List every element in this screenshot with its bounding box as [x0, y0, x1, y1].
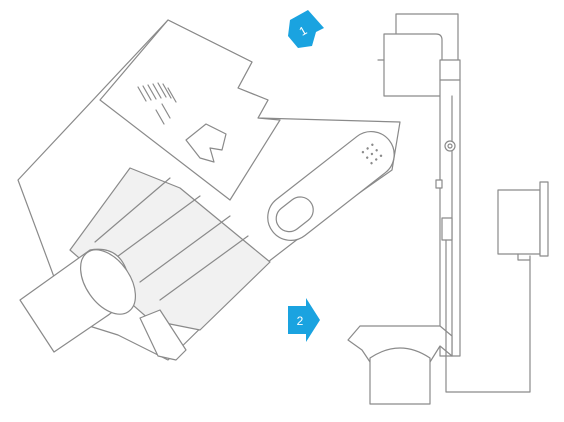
nozzle-opening — [79, 249, 137, 315]
bottom-clip — [139, 309, 187, 361]
vent-grille — [137, 82, 177, 125]
power-adapter — [497, 189, 541, 255]
vacuum-body — [17, 19, 401, 361]
power-button — [275, 196, 314, 233]
mount-rail — [439, 59, 461, 357]
adapter-plug — [539, 181, 549, 257]
release-latch — [185, 123, 227, 163]
lower-tube — [369, 347, 431, 405]
power-cable — [445, 239, 531, 393]
step-2-badge: 2 — [288, 298, 320, 342]
vacuum-top-cover — [99, 19, 281, 201]
step-1-badge: 1 — [288, 10, 324, 48]
charging-connector — [441, 217, 453, 241]
step-2-number: 2 — [297, 314, 304, 328]
handle-grip — [267, 130, 395, 241]
top-holder — [383, 33, 443, 97]
screw-tab — [435, 179, 443, 189]
step-2-arrow — [288, 298, 320, 342]
wall-mount-side-view — [347, 13, 549, 405]
handle-dots — [361, 143, 383, 165]
step-1-arrow — [288, 10, 324, 48]
